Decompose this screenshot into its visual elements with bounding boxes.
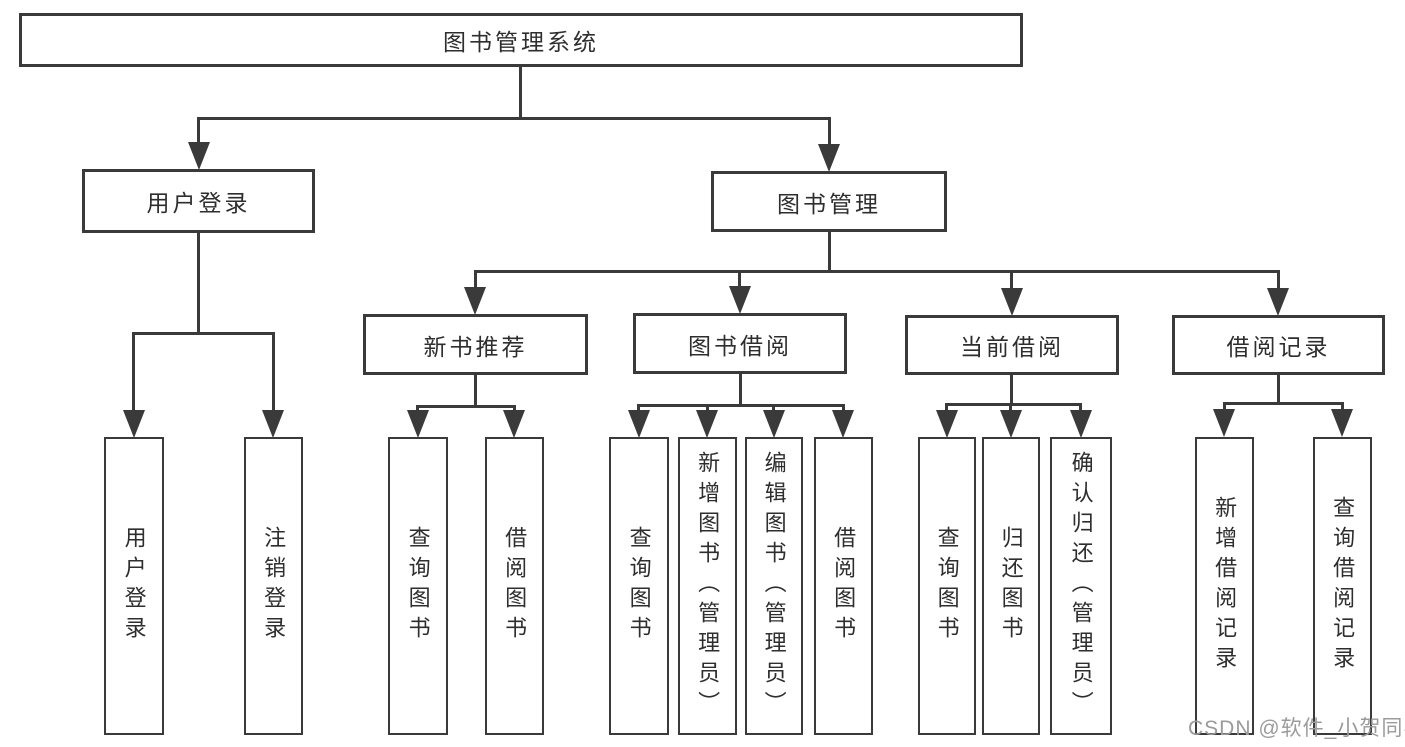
arrowhead-icon [123,410,145,438]
node-new-book-recommend: 新书推荐 [363,314,588,375]
connector-drop [1009,403,1012,411]
arrowhead-icon [696,410,718,438]
arrowhead-icon [407,410,429,438]
connector-drop [416,405,419,413]
connector-user-login-stub [197,233,200,334]
connector-bar-current-borrow [945,403,1082,406]
connector-drop-book-borrow [738,270,741,290]
arrowhead-icon [936,410,958,438]
node-label: 用户登录 [146,190,251,216]
node-label: 借阅图书 [831,526,857,646]
node-label: 新增图书（管理员） [695,451,721,721]
connector-bar-user-login [132,332,274,335]
connector-drop [706,404,709,412]
node-book-management: 图书管理 [711,171,947,232]
node-user-login: 用户登录 [82,169,315,233]
arrowhead-icon [503,410,525,438]
node-label: 新增借阅记录 [1212,496,1238,676]
arrowhead-icon [628,410,650,438]
arrowhead-icon [262,410,284,438]
connector-drop [1341,402,1344,411]
arrowhead-icon [1070,410,1092,438]
connector-bar-level3 [474,270,1280,273]
node-label: 用户登录 [121,526,147,646]
connector-drop-current-borrow [1010,270,1013,290]
node-borrow-books: 借阅图书 [814,437,873,735]
connector-drop [513,405,516,413]
node-query-books-current: 查询图书 [918,437,976,735]
node-label: 注销登录 [261,526,287,646]
node-label: 编辑图书（管理员） [761,451,787,721]
node-label: 借阅记录 [1226,334,1331,360]
connector-borrow-records-stub [1277,375,1280,404]
connector-current-borrow-stub [1010,375,1013,405]
connector-drop [772,404,775,412]
node-return-books: 归还图书 [982,437,1040,735]
connector-drop [945,403,948,411]
node-label: 归还图书 [998,526,1024,646]
node-logout: 注销登录 [244,437,303,735]
node-label: 新书推荐 [423,333,528,360]
node-label: 确认归还（管理员） [1068,451,1094,721]
connector-drop [637,404,640,412]
node-label: 借阅图书 [502,526,528,646]
connector-bar-book-borrow [637,404,844,407]
connector-drop [1223,402,1226,411]
arrowhead-icon [188,142,210,170]
connector-drop [842,404,845,412]
connector-drop-borrow-records [1277,270,1280,290]
connector-drop-book-management [828,117,831,144]
node-book-borrow: 图书借阅 [633,313,847,374]
node-label: 图书管理 [777,190,881,217]
node-label: 图书借阅 [688,332,792,359]
connector-book-management-stub [828,232,831,272]
connector-bar-borrow-records [1223,402,1344,405]
connector-drop-login [132,332,135,412]
node-login: 用户登录 [104,437,164,735]
node-label: 查询图书 [626,526,652,646]
node-borrow-books-recommend: 借阅图书 [485,437,544,735]
connector-bar-level2 [197,117,831,120]
node-label: 查询借阅记录 [1330,496,1356,676]
arrowhead-icon [818,144,840,172]
node-add-borrow-record: 新增借阅记录 [1195,437,1254,735]
connector-root-stub [519,67,522,119]
node-confirm-return-admin: 确认归还（管理员） [1050,437,1112,735]
connector-drop-new-book-recommend [474,270,477,290]
connector-new-book-stub [474,375,477,407]
connector-drop-logout [272,332,275,412]
node-query-borrow-record: 查询借阅记录 [1313,437,1372,735]
node-edit-book-admin: 编辑图书（管理员） [745,437,803,735]
connector-drop-user-login [197,117,200,144]
arrowhead-icon [1213,409,1235,437]
node-borrow-records: 借阅记录 [1172,315,1385,375]
arrowhead-icon [1267,288,1289,316]
arrowhead-icon [729,286,751,314]
arrowhead-icon [1001,288,1023,316]
connector-book-borrow-stub [739,374,742,407]
node-add-book-admin: 新增图书（管理员） [678,437,737,735]
connector-drop [1079,403,1082,411]
node-root: 图书管理系统 [19,13,1023,67]
connector-bar-new-book [416,405,516,408]
node-label: 当前借阅 [960,334,1064,360]
csdn-watermark: CSDN @软件_小贺同学 [1188,717,1405,740]
node-query-books-borrow: 查询图书 [609,437,669,735]
node-label: 查询图书 [405,526,431,646]
node-query-books-recommend: 查询图书 [388,437,448,735]
arrowhead-icon [464,287,486,315]
node-label: 查询图书 [934,526,960,646]
node-label: 图书管理系统 [443,29,599,55]
arrowhead-icon [763,410,785,438]
node-current-borrow: 当前借阅 [905,315,1119,375]
arrowhead-icon [832,410,854,438]
arrowhead-icon [1331,409,1353,437]
arrowhead-icon [1000,410,1022,438]
